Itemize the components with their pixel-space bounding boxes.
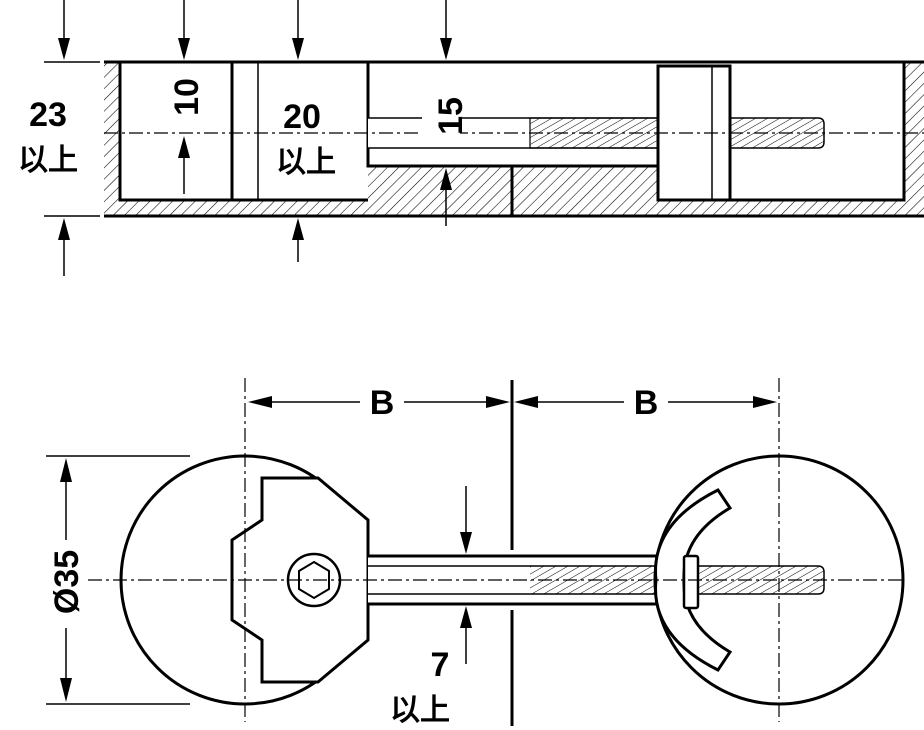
bolt-head (682, 554, 700, 610)
dim-b-left-label: B (370, 384, 395, 422)
dim-b-right-arrow-start (514, 396, 538, 408)
dim-20-arrow-bottom (292, 218, 304, 240)
dim-10-arrow-bottom (178, 136, 190, 158)
panel-hatch-right (904, 62, 924, 216)
dim-23-arrow-top (58, 38, 70, 60)
dim-7-suffix: 以上 (390, 693, 450, 728)
dim-15-label: 15 (432, 97, 470, 135)
dim-23-suffix: 以上 (18, 143, 78, 178)
dim-b-left-arrow-start (248, 396, 272, 408)
dim-diameter-label: Ø35 (48, 550, 86, 614)
panel-hatch-left (104, 62, 120, 216)
dim-7-arrow-top (460, 532, 472, 554)
dim-10-arrow-top (178, 38, 190, 60)
section-view: 23 以上 10 20 以上 15 (18, 0, 924, 276)
dim-7-arrow-bottom (460, 606, 472, 628)
groove-outline (366, 62, 658, 168)
dim-20-label: 20 (283, 98, 321, 136)
dim-15-arrow-top (440, 38, 452, 60)
dim-7-label: 7 (431, 646, 450, 684)
dim-23-label: 23 (29, 96, 67, 134)
dim-20-arrow-top (292, 38, 304, 60)
plan-view: B B Ø35 7 以上 (46, 378, 905, 728)
dim-15-arrow-bottom (440, 168, 452, 190)
dim-20-suffix: 以上 (276, 145, 336, 180)
plan-screw-end (697, 565, 825, 595)
bore-outline-left (118, 62, 368, 202)
screw-end (729, 117, 825, 149)
dim-b-right-label: B (634, 384, 659, 422)
dim-23-arrow-bottom (58, 218, 70, 240)
dim-b-left-arrow-end (486, 396, 510, 408)
dim-b-right-arrow-end (753, 396, 777, 408)
sleeve-nut (656, 64, 732, 202)
dim-diameter-arrow-top (60, 458, 72, 482)
dim-diameter-arrow-bottom (60, 678, 72, 702)
dim-10-label: 10 (168, 78, 206, 116)
